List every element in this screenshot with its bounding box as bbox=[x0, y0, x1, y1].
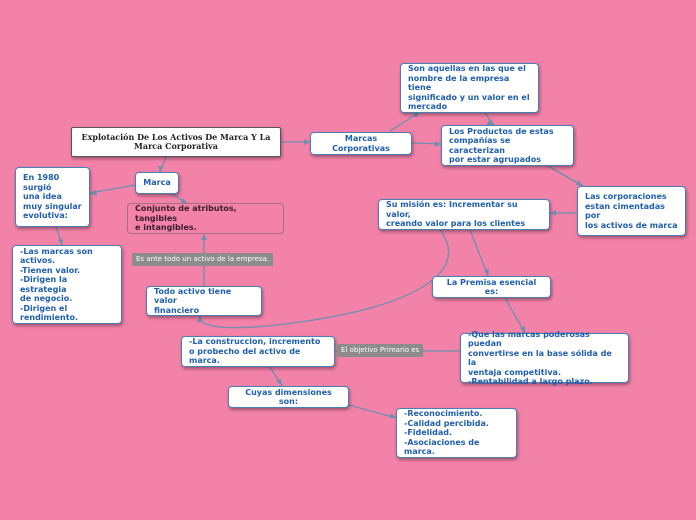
todo-activo-node[interactable]: Todo activo tiene valor financiero bbox=[146, 286, 262, 316]
arrowhead-dimensiones bbox=[276, 379, 282, 386]
arrowhead-son-aquellas bbox=[413, 112, 420, 118]
construccion-node[interactable]: -La construccion, incremento o probecho … bbox=[181, 336, 335, 367]
arrowhead-mision bbox=[550, 210, 556, 216]
connector-marca-en-1980 bbox=[89, 184, 136, 194]
arrowhead-corporaciones bbox=[576, 180, 583, 186]
en-1980-node[interactable]: En 1980 surgió una idea muy singular evo… bbox=[15, 167, 90, 227]
connector-dimensiones-reconocimiento bbox=[348, 404, 397, 419]
conjunto-node[interactable]: Conjunto de atributos, tangibles e intan… bbox=[127, 203, 284, 234]
premisa-node[interactable]: La Premisa esencial es: bbox=[432, 276, 551, 298]
las-marcas-son-node[interactable]: -Las marcas son activos. -Tienen valor. … bbox=[12, 245, 122, 324]
arrowhead-conjunto-from-todo bbox=[201, 234, 207, 240]
arrowhead-que-las-marcas bbox=[520, 326, 525, 333]
connector-mision-todo-activo bbox=[199, 229, 450, 329]
connector-son-aquellas-productos bbox=[483, 111, 495, 126]
dimensiones-node[interactable]: Cuyas dimensiones son: bbox=[228, 386, 349, 408]
arrowhead-marcas-corporativas bbox=[304, 139, 310, 145]
son-aquellas-node[interactable]: Son aquellas en las que el nombre de la … bbox=[400, 63, 539, 113]
arrowhead-en-1980 bbox=[90, 190, 97, 196]
arrowhead-marca bbox=[158, 166, 163, 172]
reconocimiento-node[interactable]: -Reconocimiento. -Calidad percibida. -Fi… bbox=[396, 408, 517, 458]
corporaciones-node[interactable]: Las corporaciones estan cimentadas por l… bbox=[577, 186, 686, 236]
productos-node[interactable]: Los Productos de estas compañías se cara… bbox=[441, 125, 574, 166]
marcas-corporativas-node[interactable]: Marcas Corporativas bbox=[310, 132, 412, 155]
marca-node[interactable]: Marca bbox=[135, 172, 179, 194]
arrowhead-reconocimiento bbox=[389, 413, 396, 418]
connector-mision-premisa bbox=[469, 229, 489, 277]
arrowhead-productos-from-mc bbox=[435, 141, 441, 147]
connector-label-objetivo: El objetivo Primario es bbox=[337, 344, 424, 357]
arrowhead-premisa bbox=[484, 269, 489, 276]
arrowhead-productos bbox=[487, 120, 494, 125]
root-topic-node[interactable]: Explotación De Los Activos De Marca Y La… bbox=[71, 127, 281, 157]
arrowhead-conjunto bbox=[181, 198, 187, 203]
mision-node[interactable]: Su misión es: Incrementar su valor, crea… bbox=[378, 199, 550, 230]
connector-premisa-que-las-marcas bbox=[504, 297, 526, 334]
arrowhead-las-marcas-son bbox=[58, 239, 63, 245]
que-las-marcas-node[interactable]: -Que las marcas poderosas puedan convert… bbox=[460, 330, 629, 386]
arrowhead-todo-activo bbox=[197, 316, 203, 322]
connector-label-es-ante: Es ante todo un activo de la empresa. bbox=[132, 253, 274, 266]
